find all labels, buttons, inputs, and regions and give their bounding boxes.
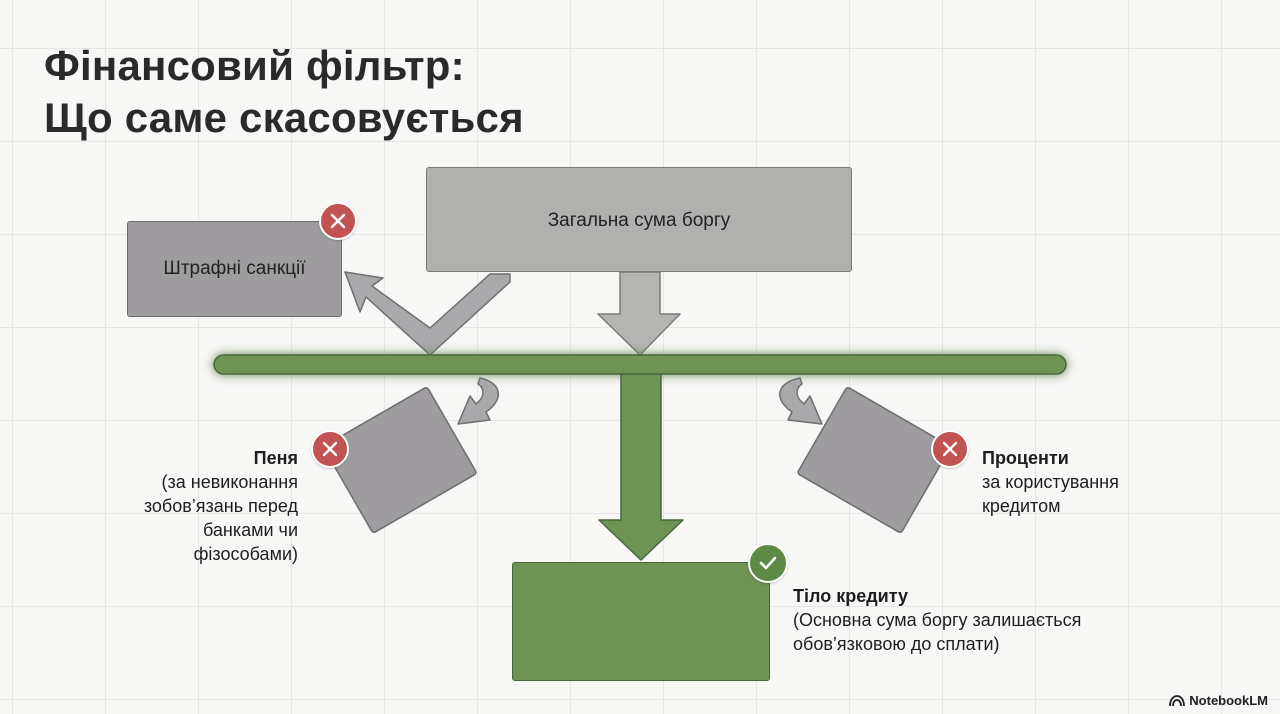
fines-box: [323, 387, 477, 533]
penalties-label: Штрафні санкції: [163, 258, 306, 279]
interest-label: Проценти за користування кредитом: [982, 446, 1152, 518]
principal-heading: Тіло кредиту: [793, 586, 908, 606]
fines-heading: Пеня: [253, 448, 298, 468]
fines-cancelled-badge: [311, 430, 349, 468]
interest-cancelled-badge: [931, 430, 969, 468]
arrow-to-interest: [779, 377, 823, 425]
close-icon: [330, 213, 346, 229]
principal-label: Тіло кредиту (Основна сума боргу залишає…: [793, 584, 1123, 656]
fines-description: (за невиконання зобов’язань перед банкам…: [143, 472, 298, 564]
total-debt-box: Загальна сума боргу: [426, 167, 852, 272]
fines-label: Пеня (за невиконання зобов’язань перед б…: [118, 446, 298, 566]
penalties-cancelled-badge: [319, 202, 357, 240]
principal-box: [512, 562, 770, 681]
close-icon: [322, 441, 338, 457]
filter-bar: [213, 354, 1067, 375]
penalties-box: Штрафні санкції: [127, 221, 342, 317]
title-line-2: Що саме скасовується: [44, 94, 524, 141]
notebooklm-logo-icon: [1169, 694, 1186, 706]
page-title: Фінансовий фільтр: Що саме скасовується: [44, 40, 524, 144]
principal-description: (Основна сума боргу залишається обов’язк…: [793, 610, 1082, 654]
interest-description: за користування кредитом: [982, 472, 1119, 516]
arrow-to-fines: [457, 377, 499, 425]
check-icon: [759, 556, 777, 570]
title-line-1: Фінансовий фільтр:: [44, 42, 465, 89]
total-debt-label: Загальна сума боргу: [547, 210, 731, 231]
arrow-total-to-filter: [597, 271, 681, 356]
principal-kept-badge: [748, 543, 788, 583]
brand-name: NotebookLM: [1189, 693, 1268, 708]
brand-watermark: NotebookLM: [1169, 693, 1268, 708]
arrow-to-penalties: [344, 271, 511, 356]
interest-box: [797, 387, 951, 533]
arrow-filter-to-principal: [598, 373, 684, 561]
interest-heading: Проценти: [982, 448, 1069, 468]
close-icon: [942, 441, 958, 457]
